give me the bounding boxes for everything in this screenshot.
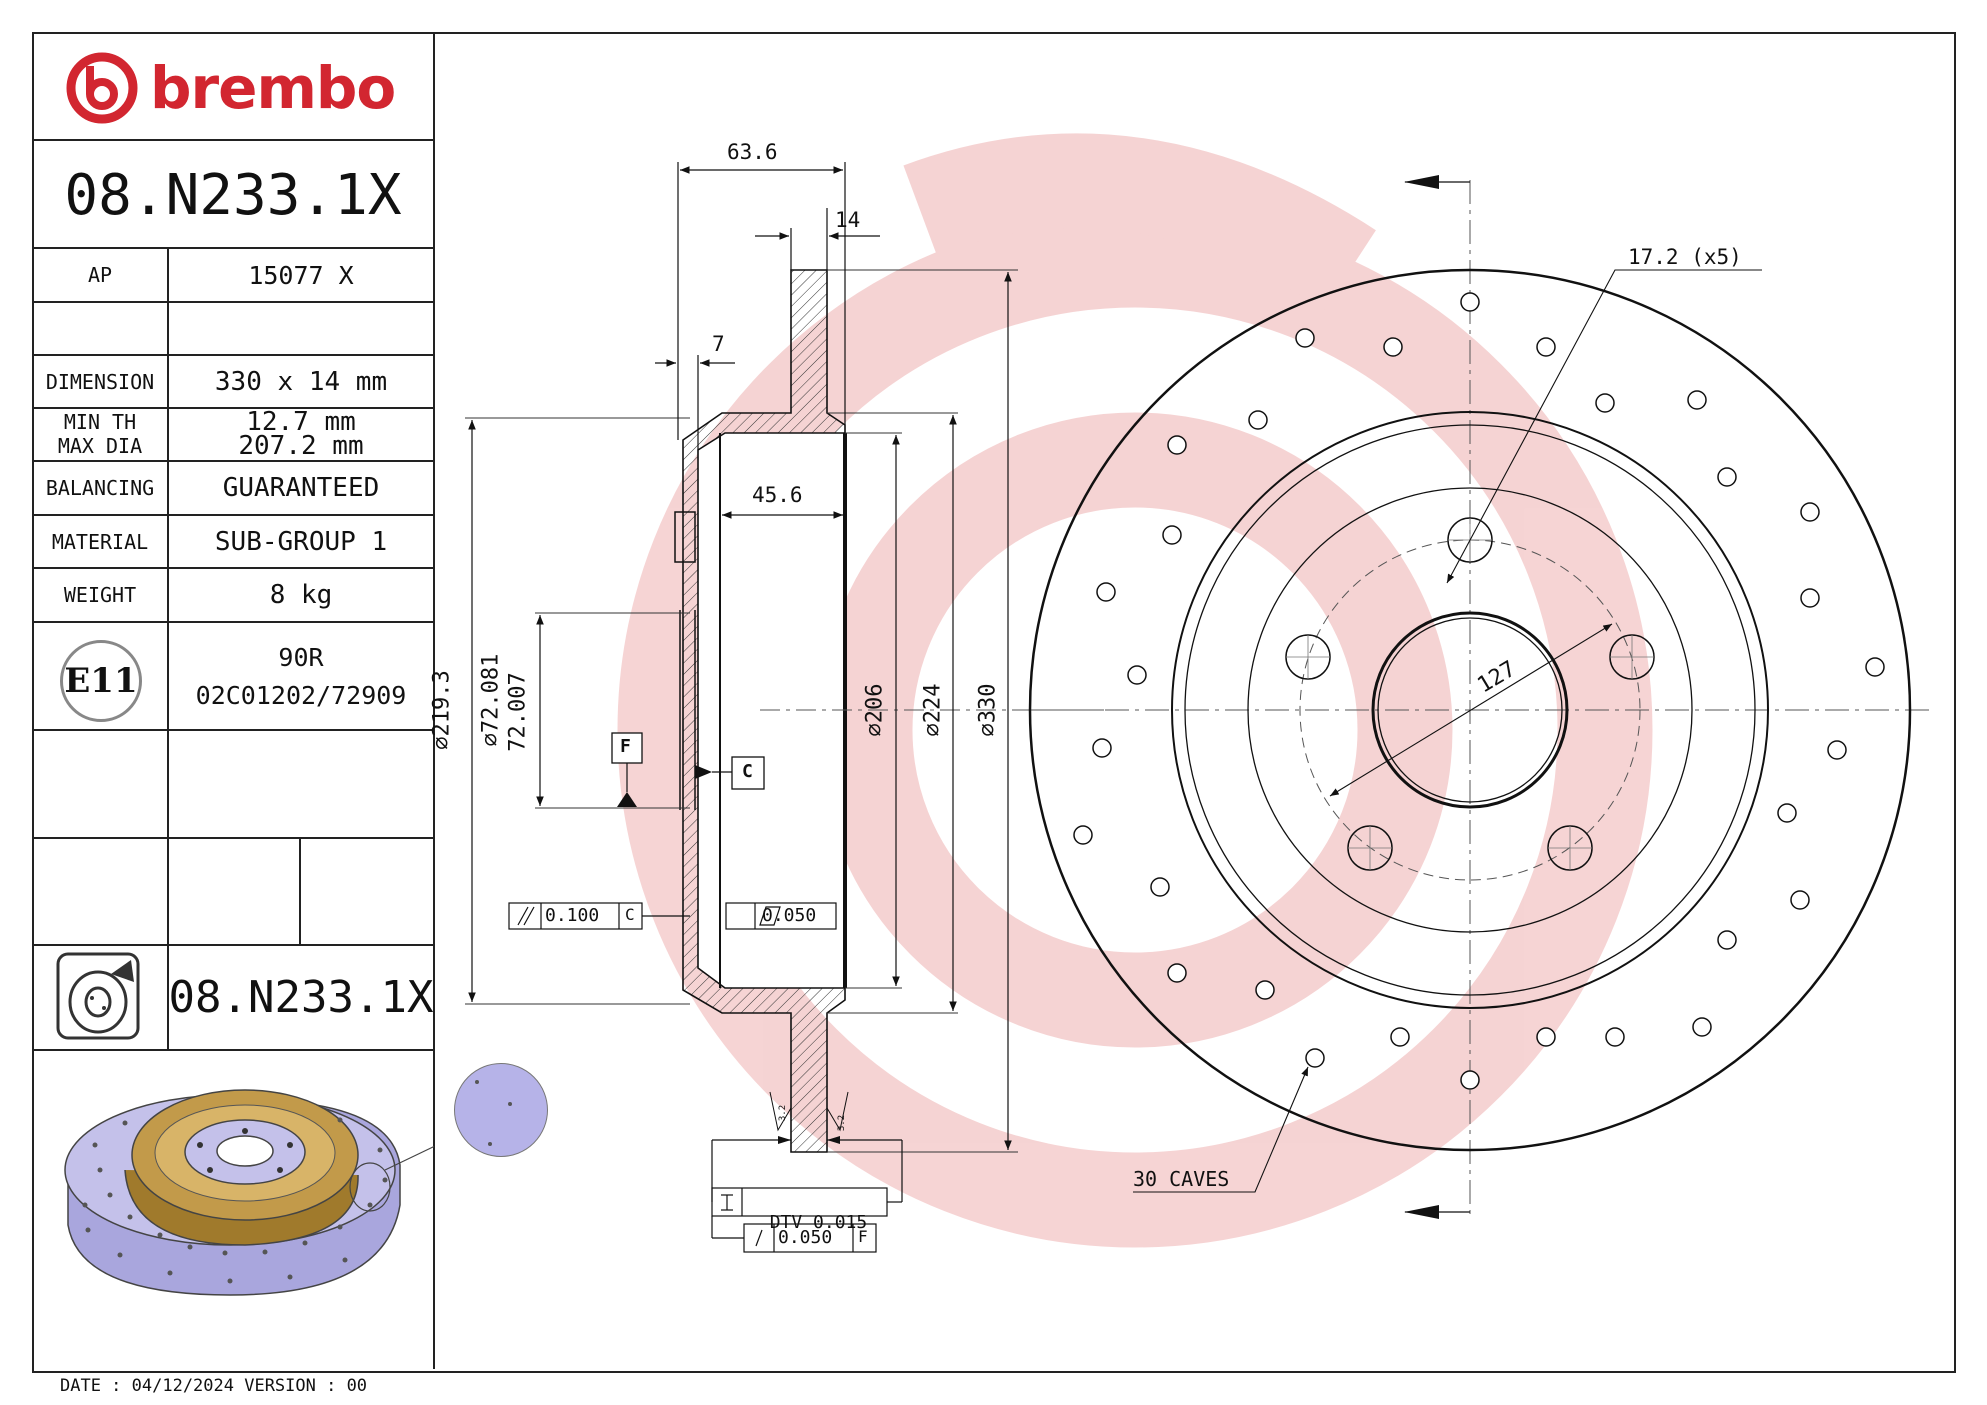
drawing-frame xyxy=(32,32,1956,1373)
material-value: SUB-GROUP 1 xyxy=(214,526,388,557)
detail-holes xyxy=(475,1080,512,1146)
tol-flatness-value: 0.050 xyxy=(762,905,817,926)
runout-value: 0.050 xyxy=(778,1227,833,1248)
weight-label: WEIGHT xyxy=(63,583,137,607)
brembo-b-icon xyxy=(66,52,138,124)
ap-label: AP xyxy=(87,263,113,287)
dim-overall-width: 63.6 xyxy=(727,140,778,164)
e11-approval-mark: E11 xyxy=(60,640,142,722)
datum-f-label: F xyxy=(620,736,631,757)
min-th-value: 12.7 mm xyxy=(246,407,356,437)
dim-thickness: 14 xyxy=(835,208,861,232)
weight-value: 8 kg xyxy=(269,580,333,610)
approval-number: 02C01202/72909 xyxy=(195,680,407,710)
dtv-value: 0.015 xyxy=(813,1212,868,1233)
dtv-label: DTV xyxy=(769,1212,803,1233)
dimension-label: DIMENSION xyxy=(45,369,155,394)
detail-magnifier-bubble xyxy=(454,1063,548,1157)
dim-flange: 7 xyxy=(712,332,725,356)
approval-code: 90R xyxy=(278,642,324,672)
footer-part-number: 08.N233.1X xyxy=(168,972,434,1023)
material-label: MATERIAL xyxy=(51,529,149,554)
max-dia-value: 207.2 mm xyxy=(238,431,364,461)
brand-name: brembo xyxy=(150,54,396,122)
approval-mark-text: E11 xyxy=(64,661,138,701)
caves-callout: 30 CAVES xyxy=(1133,1167,1230,1191)
brake-disc-3d-image xyxy=(64,1089,434,1296)
balancing-label: BALANCING xyxy=(45,476,155,500)
hole-callout: 17.2 (x5) xyxy=(1628,245,1742,269)
part-number-title: 08.N233.1X xyxy=(64,162,402,228)
runout-ref: F xyxy=(858,1227,868,1246)
max-dia-label: MAX DIA xyxy=(57,434,143,458)
ap-value: 15077 X xyxy=(248,260,354,290)
min-th-label: MIN TH xyxy=(63,410,137,434)
tol-parallel-ref: C xyxy=(625,905,635,924)
balancing-value: GUARANTEED xyxy=(222,473,380,503)
brake-disc-icon xyxy=(56,952,140,1040)
footer-date-version: DATE : 04/12/2024 VERSION : 00 xyxy=(60,1376,368,1396)
brembo-logo: brembo xyxy=(62,48,422,128)
dtv-tolerance: DTV 0.015 xyxy=(748,1191,868,1233)
dim-hat-depth: 45.6 xyxy=(752,483,803,507)
dimension-value: 330 x 14 mm xyxy=(214,366,388,397)
datum-c-label: C xyxy=(742,761,753,782)
tol-parallel-value: 0.100 xyxy=(545,905,600,926)
